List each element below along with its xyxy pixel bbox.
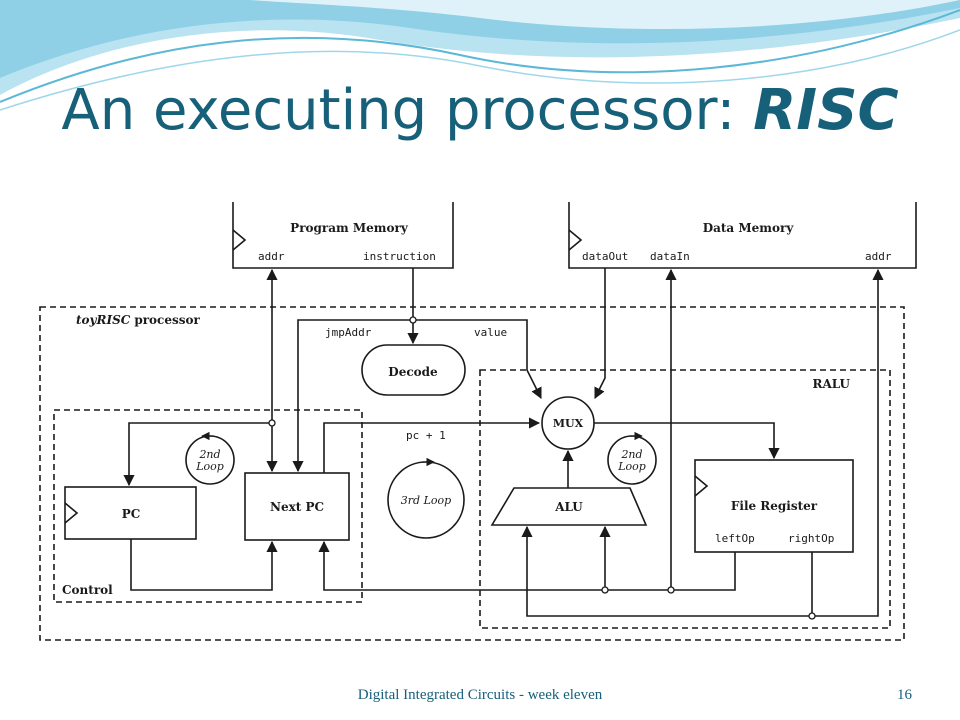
next-pc-label: Next PC xyxy=(270,500,324,514)
ralu-boundary xyxy=(479,369,891,629)
program-memory-instruction-label: instruction xyxy=(363,250,436,263)
next-pc-block xyxy=(244,472,350,541)
slide-title: An executing processor: RISC xyxy=(0,78,960,143)
risc-block-diagram: Program Memory addr instruction Data Mem… xyxy=(39,202,917,641)
toyrisc-processor-boundary xyxy=(39,306,905,641)
control-label: Control xyxy=(62,583,113,597)
alu-block xyxy=(490,487,648,526)
pc-label: PC xyxy=(122,507,141,521)
title-emphasis: RISC xyxy=(753,78,899,143)
mux-label: MUX xyxy=(553,417,584,430)
loop3-label: 3rd Loop xyxy=(401,494,451,507)
data-memory-clock xyxy=(568,229,583,251)
loop2-ralu-line2: Loop xyxy=(617,460,646,473)
loop2-ralu-line1: 2nd xyxy=(620,448,642,461)
file-register-block xyxy=(694,459,854,553)
control-boundary xyxy=(53,409,363,603)
pc-clock xyxy=(64,502,79,524)
data-memory-addr-label: addr xyxy=(865,250,892,263)
processor-label-italic: toyRISC xyxy=(76,313,131,327)
decode-block xyxy=(361,344,466,396)
ralu-label: RALU xyxy=(812,377,850,391)
data-memory-dataout-label: dataOut xyxy=(582,250,628,263)
program-memory-title: Program Memory xyxy=(290,221,409,235)
loop2-control-line2: Loop xyxy=(195,460,224,473)
footer-text: Digital Integrated Circuits - week eleve… xyxy=(357,687,603,703)
header-wave-decoration xyxy=(0,0,960,111)
loop2-control-line1: 2nd xyxy=(198,448,220,461)
data-memory-title: Data Memory xyxy=(703,221,795,235)
title-prefix: An executing processor: xyxy=(61,78,754,143)
pc-plus-one-label: pc + 1 xyxy=(406,429,446,442)
leftop-label: leftOp xyxy=(715,532,755,545)
decode-label: Decode xyxy=(388,365,438,379)
program-memory-box xyxy=(232,202,454,269)
jmpaddr-label: jmpAddr xyxy=(325,326,372,339)
program-memory-addr-label: addr xyxy=(258,250,285,263)
value-label: value xyxy=(474,326,507,339)
data-memory-datain-label: dataIn xyxy=(650,250,690,263)
file-register-clock xyxy=(694,475,709,497)
file-register-label: File Register xyxy=(731,499,818,513)
alu-label: ALU xyxy=(554,500,583,514)
slide-number: 16 xyxy=(897,687,912,703)
processor-label-text: processor xyxy=(134,313,200,327)
program-memory-clock xyxy=(232,229,247,251)
data-memory-box xyxy=(568,202,917,269)
rightop-label: rightOp xyxy=(788,532,834,545)
